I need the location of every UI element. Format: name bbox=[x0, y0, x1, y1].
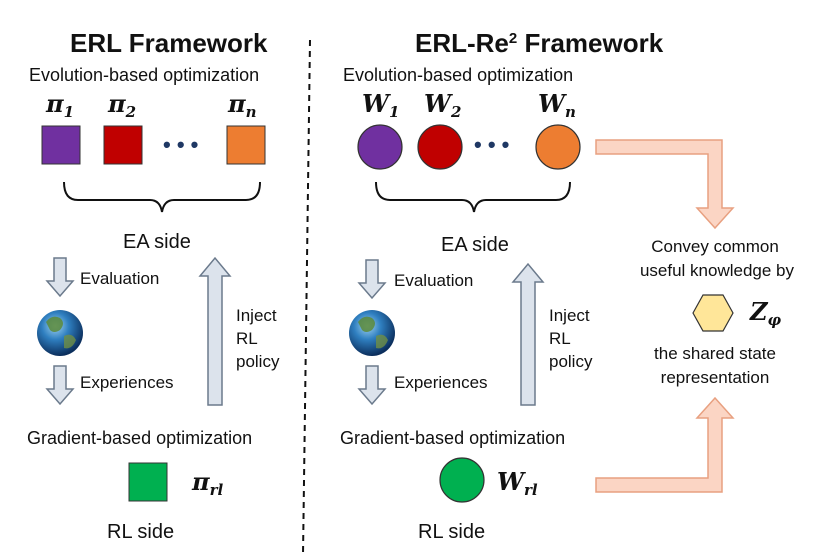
right-policy-1-circle bbox=[357, 124, 403, 170]
right-rl-policy-circle bbox=[439, 457, 485, 503]
right-policy-n-label: Wn bbox=[538, 89, 576, 121]
left-gradient-label: Gradient-based optimization bbox=[27, 428, 253, 448]
right-policy-2-circle bbox=[417, 124, 463, 170]
right-evaluation-label: Evaluation bbox=[394, 271, 474, 290]
left-environment-earth-icon bbox=[37, 310, 83, 356]
convey-line-1: Convey common bbox=[651, 237, 779, 256]
right-experiences-arrow-icon bbox=[357, 365, 387, 406]
right-ea-side-label: EA side bbox=[441, 234, 509, 256]
right-evaluation-arrow-icon bbox=[357, 259, 387, 300]
shared-desc-line-1: the shared state bbox=[654, 344, 776, 363]
left-rl-policy-square bbox=[128, 462, 168, 502]
right-policy-2-label: W2 bbox=[424, 89, 462, 121]
left-rl-policy-label: πrl bbox=[192, 467, 224, 499]
left-inject-arrow-icon bbox=[198, 256, 232, 406]
right-experiences-label: Experiences bbox=[394, 373, 488, 392]
right-inject-line-2: RL bbox=[549, 329, 571, 348]
left-experiences-label: Experiences bbox=[80, 373, 174, 392]
framework-divider bbox=[302, 39, 311, 556]
left-policy-1-square bbox=[41, 125, 81, 165]
left-policy-n-square bbox=[226, 125, 266, 165]
convey-line-2: useful knowledge by bbox=[639, 261, 795, 280]
right-policy-n-circle bbox=[535, 124, 581, 170]
shared-desc-line-2: representation bbox=[660, 368, 770, 387]
left-population-ellipsis: • • • bbox=[163, 132, 199, 157]
left-evolution-label: Evolution-based optimization bbox=[29, 65, 260, 85]
left-policy-1-label: π1 bbox=[46, 89, 75, 121]
right-population-brace bbox=[375, 181, 571, 213]
left-experiences-arrow-icon bbox=[45, 365, 75, 406]
population-to-shared-arrow-icon bbox=[595, 139, 735, 230]
right-gradient-label: Gradient-based optimization bbox=[340, 428, 566, 448]
right-population-ellipsis: • • • bbox=[474, 132, 510, 157]
left-inject-line-3: policy bbox=[236, 352, 280, 371]
shared-representation-label: Zφ bbox=[750, 297, 782, 329]
left-population-brace bbox=[63, 181, 261, 213]
left-inject-line-2: RL bbox=[236, 329, 258, 348]
right-rl-side-label: RL side bbox=[418, 521, 486, 543]
right-evolution-label: Evolution-based optimization bbox=[343, 65, 574, 85]
left-inject-line-1: Inject bbox=[236, 306, 277, 325]
right-framework-title: ERL-Re2 Framework bbox=[415, 28, 664, 58]
left-evaluation-arrow-icon bbox=[45, 257, 75, 298]
left-ea-side-label: EA side bbox=[123, 231, 191, 253]
shared-representation-hexagon-icon bbox=[692, 294, 734, 332]
right-inject-line-3: policy bbox=[549, 352, 593, 371]
left-policy-2-square bbox=[103, 125, 143, 165]
right-inject-line-1: Inject bbox=[549, 306, 590, 325]
left-evaluation-label: Evaluation bbox=[80, 269, 160, 288]
rl-to-shared-arrow-icon bbox=[595, 396, 735, 493]
right-environment-earth-icon bbox=[349, 310, 395, 356]
left-policy-n-label: πn bbox=[228, 89, 257, 121]
right-policy-1-label: W1 bbox=[362, 89, 400, 121]
right-inject-arrow-icon bbox=[511, 262, 545, 406]
left-policy-2-label: π2 bbox=[108, 89, 137, 121]
left-framework-title: ERL Framework bbox=[70, 28, 268, 58]
right-rl-policy-label: Wrl bbox=[497, 467, 538, 499]
left-rl-side-label: RL side bbox=[107, 521, 175, 543]
